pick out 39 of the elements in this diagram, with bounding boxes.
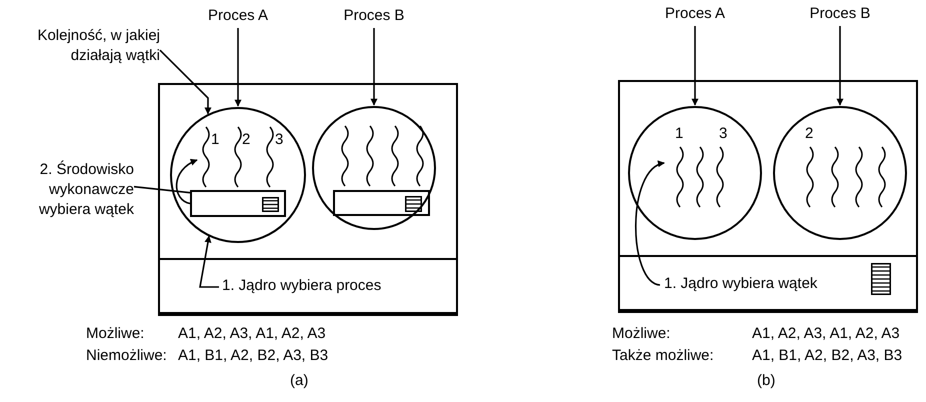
arrow <box>692 26 698 106</box>
process-label: Proces A <box>664 4 726 24</box>
panel-caption: (b) <box>757 371 776 391</box>
annotation-text: 2. Środowisko wykonawcze wybiera wątek <box>38 160 134 220</box>
arrow <box>199 236 219 288</box>
runtime-box <box>333 190 430 216</box>
leader-line <box>134 186 190 194</box>
annotation-text: 1. Jądro wybiera proces <box>222 276 382 296</box>
thread-number: 1 <box>675 125 684 143</box>
arrow <box>634 162 665 286</box>
panel-caption: (a) <box>290 371 308 391</box>
kernel-band <box>158 258 458 316</box>
thread-number: 3 <box>719 125 728 143</box>
thread-number: 2 <box>805 125 814 143</box>
thread-number: 1 <box>211 131 220 149</box>
arrow <box>159 50 212 114</box>
arrow <box>234 28 242 107</box>
sequence-text: Niemożliwe: <box>86 346 167 366</box>
arrow <box>176 159 198 204</box>
sequence-text: A1, A2, A3, A1, A2, A3 <box>178 324 326 344</box>
sequence-text: Możliwe: <box>86 324 144 344</box>
annotation-text: 1. Jądro wybiera wątek <box>664 274 818 294</box>
outer-box <box>618 80 918 311</box>
process-label: Proces B <box>342 6 406 26</box>
thread-number: 3 <box>275 131 284 149</box>
arrow <box>370 28 378 106</box>
sequence-text: A1, B1, A2, B2, A3, B3 <box>752 346 902 366</box>
annotation-text: Kolejność, w jakiej działają wątki <box>36 26 160 66</box>
outer-box <box>158 83 458 314</box>
sequence-text: A1, A2, A3, A1, A2, A3 <box>752 324 900 344</box>
sequence-text: Możliwe: <box>612 324 670 344</box>
arrow <box>836 26 844 106</box>
kernel-band <box>618 255 918 313</box>
runtime-box <box>190 190 286 217</box>
sequence-text: A1, B1, A2, B2, A3, B3 <box>178 346 328 366</box>
process-label: Proces A <box>206 6 270 26</box>
thread-number: 2 <box>242 131 250 149</box>
sequence-text: Także możliwe: <box>612 346 714 366</box>
process-label: Proces B <box>808 4 872 24</box>
